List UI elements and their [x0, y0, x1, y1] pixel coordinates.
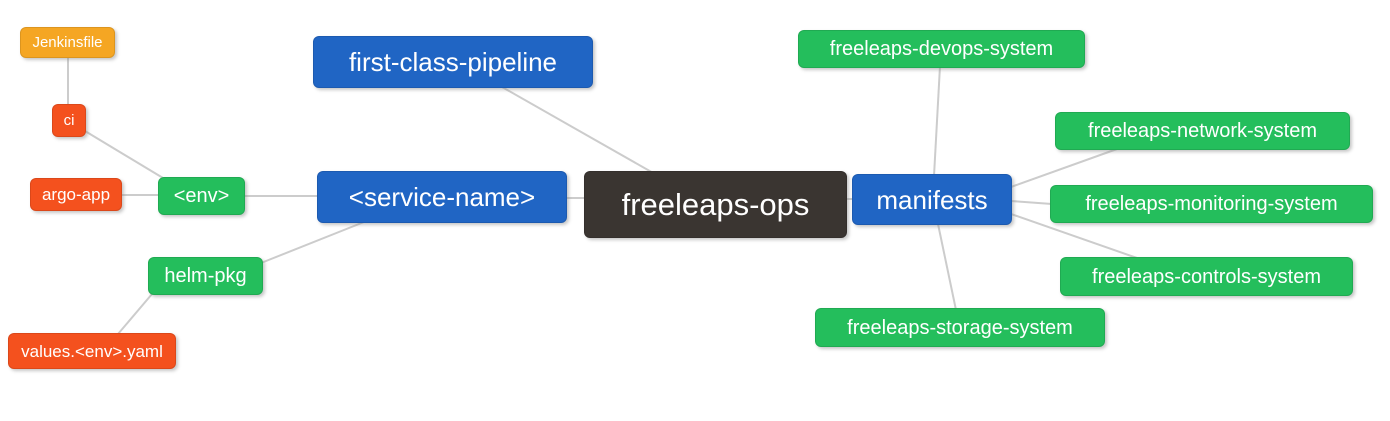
node-freeleaps-controls-system[interactable]: freeleaps-controls-system: [1060, 257, 1353, 296]
node-first-class-pipeline[interactable]: first-class-pipeline: [313, 36, 593, 88]
node-freeleaps-storage-system[interactable]: freeleaps-storage-system: [815, 308, 1105, 347]
edge-helm-pkg-values: [117, 293, 153, 335]
node-freeleaps-devops-system[interactable]: freeleaps-devops-system: [798, 30, 1085, 68]
node-freeleaps-ops[interactable]: freeleaps-ops: [584, 171, 847, 238]
node-freeleaps-monitoring-system[interactable]: freeleaps-monitoring-system: [1050, 185, 1373, 223]
node-service-name[interactable]: <service-name>: [317, 171, 567, 223]
node-ci[interactable]: ci: [52, 104, 86, 137]
node-manifests[interactable]: manifests: [852, 174, 1012, 225]
edge-manifests-network: [1010, 148, 1118, 188]
node-argo-app[interactable]: argo-app: [30, 178, 122, 211]
edge-service-name-helm-pkg: [260, 221, 365, 264]
node-values-env-yaml[interactable]: values.<env>.yaml: [8, 333, 176, 369]
edge-ci-env: [84, 130, 169, 182]
node-helm-pkg[interactable]: helm-pkg: [148, 257, 263, 295]
edge-manifests-controls: [1010, 213, 1138, 259]
edge-pipeline-ops: [501, 86, 656, 175]
edge-manifests-monitoring: [1010, 200, 1053, 205]
node-freeleaps-network-system[interactable]: freeleaps-network-system: [1055, 112, 1350, 150]
edge-manifests-storage: [937, 223, 957, 311]
node-jenkinsfile[interactable]: Jenkinsfile: [20, 27, 115, 58]
edge-manifests-devops: [933, 65, 941, 177]
node-env[interactable]: <env>: [158, 177, 245, 215]
